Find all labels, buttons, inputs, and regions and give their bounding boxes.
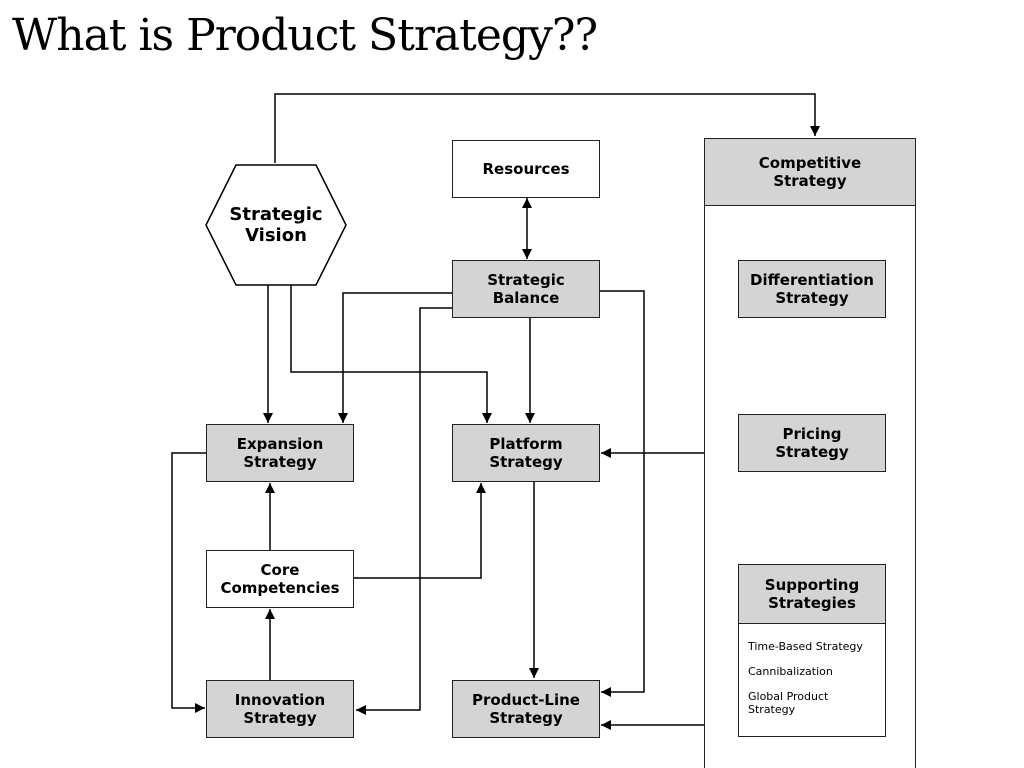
arrow-expansion-to-innovation (171, 452, 207, 713)
strategic-vision-hexagon (205, 164, 347, 286)
core-competencies-box: Core Competencies (206, 550, 354, 608)
differentiation-strategy-box: Differentiation Strategy (738, 260, 886, 318)
pricing-strategy-box: Pricing Strategy (738, 414, 886, 472)
strategic-vision-label: Strategic Vision (229, 204, 323, 246)
arrow-vision-to-competitive (274, 93, 820, 163)
arrow-balance-to-innovation (356, 307, 453, 715)
strategic-balance-box: Strategic Balance (452, 260, 600, 318)
expansion-strategy-box: Expansion Strategy (206, 424, 354, 482)
competitive-strategy-header: Competitive Strategy (705, 139, 915, 206)
product-line-strategy-box: Product-Line Strategy (452, 680, 600, 738)
arrow-balance-to-expansion (338, 292, 453, 423)
supporting-strategies-header: Supporting Strategies (739, 565, 885, 624)
supporting-strategies-list: Time-Based Strategy Cannibalization Glob… (739, 640, 885, 716)
supporting-strategies-box: Supporting Strategies Time-Based Strateg… (738, 564, 886, 737)
arrow-balance-to-productline (599, 290, 645, 697)
supporting-item-time-based: Time-Based Strategy (748, 640, 863, 653)
arrow-vision-to-platform (290, 285, 492, 423)
resources-box: Resources (452, 140, 600, 198)
slide-title: What is Product Strategy?? (12, 10, 598, 61)
platform-strategy-box: Platform Strategy (452, 424, 600, 482)
supporting-item-global-product: Global Product Strategy (748, 690, 829, 716)
arrow-core-to-platform (352, 483, 486, 579)
supporting-item-cannibalization: Cannibalization (748, 665, 833, 678)
innovation-strategy-box: Innovation Strategy (206, 680, 354, 738)
